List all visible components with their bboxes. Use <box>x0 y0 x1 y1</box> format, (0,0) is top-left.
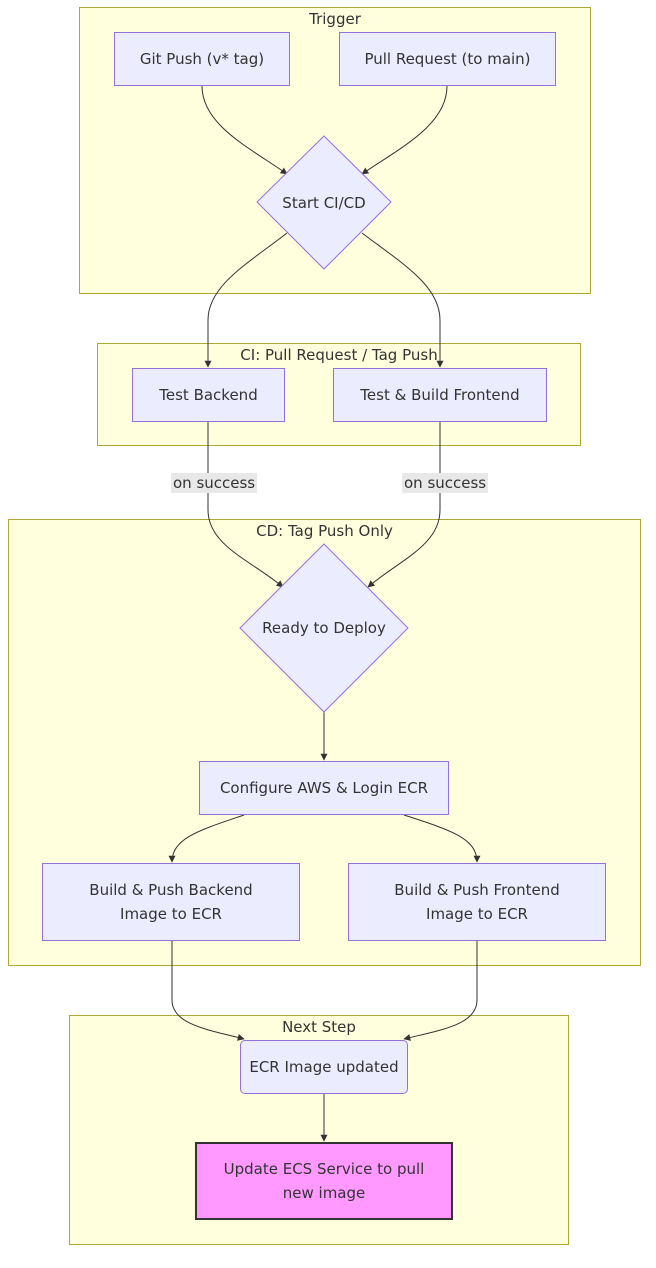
edge-configure-to-build-frontend <box>403 814 481 863</box>
test-frontend-node: Test & Build Frontend <box>333 368 547 422</box>
edge-test-backend-to-ready <box>207 422 284 588</box>
build-frontend-line1: Build & Push Frontend <box>394 881 560 899</box>
edge-build-backend-to-ecr <box>171 941 245 1041</box>
edge-start-to-test-backend <box>204 232 288 368</box>
update-ecs-line2: new image <box>282 1184 366 1202</box>
ready-diamond-shape <box>239 543 409 713</box>
git-push-node: Git Push (v* tag) <box>114 32 290 86</box>
start-diamond: Start CI/CD <box>257 136 391 269</box>
edge-build-frontend-to-ecr <box>403 941 478 1041</box>
edge-configure-to-build-backend <box>168 814 245 863</box>
edge-start-to-test-frontend <box>361 232 444 368</box>
cluster-title-next-step: Next Step <box>282 1018 356 1036</box>
start-diamond-shape <box>256 135 392 270</box>
update-ecs-line1: Update ECS Service to pull <box>223 1160 425 1178</box>
build-backend-node: Build & Push Backend Image to ECR <box>42 863 300 941</box>
build-frontend-line2: Image to ECR <box>426 905 528 923</box>
test-backend-node: Test Backend <box>132 368 285 422</box>
configure-node: Configure AWS & Login ECR <box>199 761 449 815</box>
cluster-title-trigger: Trigger <box>309 10 361 28</box>
start-label: Start CI/CD <box>282 193 366 212</box>
build-frontend-node: Build & Push Frontend Image to ECR <box>348 863 606 941</box>
edge-test-frontend-to-ready <box>367 422 441 588</box>
edge-git-push-to-start <box>201 85 288 175</box>
ecr-updated-node: ECR Image updated <box>240 1040 408 1094</box>
edge-label-backend-success: on success <box>171 473 258 493</box>
build-backend-line1: Build & Push Backend <box>89 881 253 899</box>
pull-request-node: Pull Request (to main) <box>339 32 556 86</box>
cluster-title-ci: CI: Pull Request / Tag Push <box>240 346 438 364</box>
build-backend-line2: Image to ECR <box>120 905 222 923</box>
edge-label-frontend-success: on success <box>402 473 489 493</box>
update-ecs-node: Update ECS Service to pull new image <box>195 1142 453 1220</box>
ready-label: Ready to Deploy <box>262 619 386 637</box>
cluster-title-cd: CD: Tag Push Only <box>256 522 393 540</box>
edge-pull-request-to-start <box>361 85 448 175</box>
ready-diamond: Ready to Deploy <box>240 544 408 712</box>
